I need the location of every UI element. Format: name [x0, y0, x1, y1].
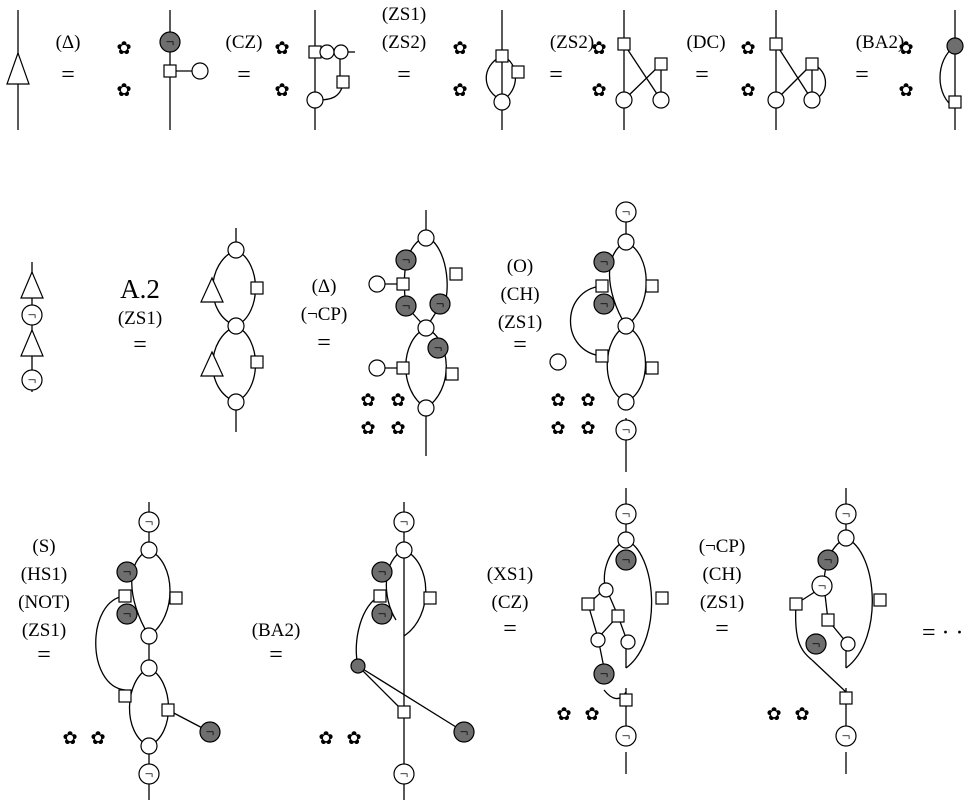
equals-sign: =: [317, 330, 331, 356]
equals-sign: =: [503, 616, 517, 642]
diagram-row3-a: [95, 502, 221, 800]
diagram-gadget-expansion-b: [549, 201, 659, 472]
diagram-triangle-not-chain: [20, 262, 44, 392]
equals-sign: =: [549, 62, 563, 88]
rule-label: (CZ): [226, 32, 263, 53]
equals-sign: =: [397, 62, 411, 88]
diagram-dc-form-a: [615, 10, 670, 130]
equals-sign: =: [513, 332, 527, 358]
rule-label: (ZS1): [498, 312, 542, 333]
diagram-row3-c: [581, 488, 669, 774]
row3: (S) (HS1) (NOT) (ZS1) =: [18, 488, 965, 800]
diagram-row3-b: [350, 502, 475, 800]
rule-label: (BA2): [856, 32, 905, 53]
diagram-zs-form-b: [485, 10, 525, 130]
row2: A.2 (ZS1) = (Δ) (¬CP) =: [20, 201, 659, 472]
rule-label: (HS1): [21, 564, 67, 585]
rule-label: (ZS2): [382, 32, 426, 53]
rule-label: (CH): [500, 284, 539, 305]
diagram-triangle-wire: [6, 10, 30, 130]
rule-label: (¬CP): [699, 536, 746, 557]
ellipsis-equals: = · · ·: [922, 620, 965, 646]
equals-sign: =: [133, 332, 147, 358]
rule-label: (ZS1): [700, 592, 744, 613]
rule-label: (S): [32, 536, 55, 557]
equals-sign: =: [269, 642, 283, 668]
equals-sign: =: [715, 616, 729, 642]
diagram-cz-form: [159, 10, 209, 130]
rule-label: (O): [507, 256, 533, 277]
rule-label: A.2: [120, 274, 160, 304]
rule-label: (ZS2): [550, 32, 594, 53]
rule-label: (ZS1): [382, 4, 426, 25]
diagram-ba2-form: [939, 10, 964, 130]
rule-label: (Δ): [312, 276, 337, 297]
rule-label: (NOT): [18, 592, 70, 613]
equals-sign: =: [37, 642, 51, 668]
diagram-gadget-expansion-a: [368, 210, 463, 456]
rule-label: (XS1): [487, 564, 533, 585]
rule-label: (ZS1): [118, 308, 162, 329]
diagram-row3-d: [789, 488, 887, 774]
rule-label: (CH): [702, 564, 741, 585]
equals-sign: =: [61, 62, 75, 88]
rule-label: (Δ): [56, 32, 81, 53]
rule-label: (¬CP): [301, 304, 348, 325]
equals-sign: =: [695, 62, 709, 88]
diagram-double-oval-triangles: [200, 228, 264, 432]
rule-label: (DC): [686, 32, 725, 53]
diagram-dc-form-b: [767, 10, 827, 130]
rule-label: (ZS1): [22, 620, 66, 641]
equals-sign: =: [855, 62, 869, 88]
rule-label: (CZ): [492, 592, 529, 613]
diagram-zs-form-a: [306, 10, 355, 130]
rule-label: (BA2): [252, 620, 301, 641]
row1: (Δ) = (CZ) = (ZS1) (ZS2): [6, 4, 964, 130]
equals-sign: =: [237, 62, 251, 88]
